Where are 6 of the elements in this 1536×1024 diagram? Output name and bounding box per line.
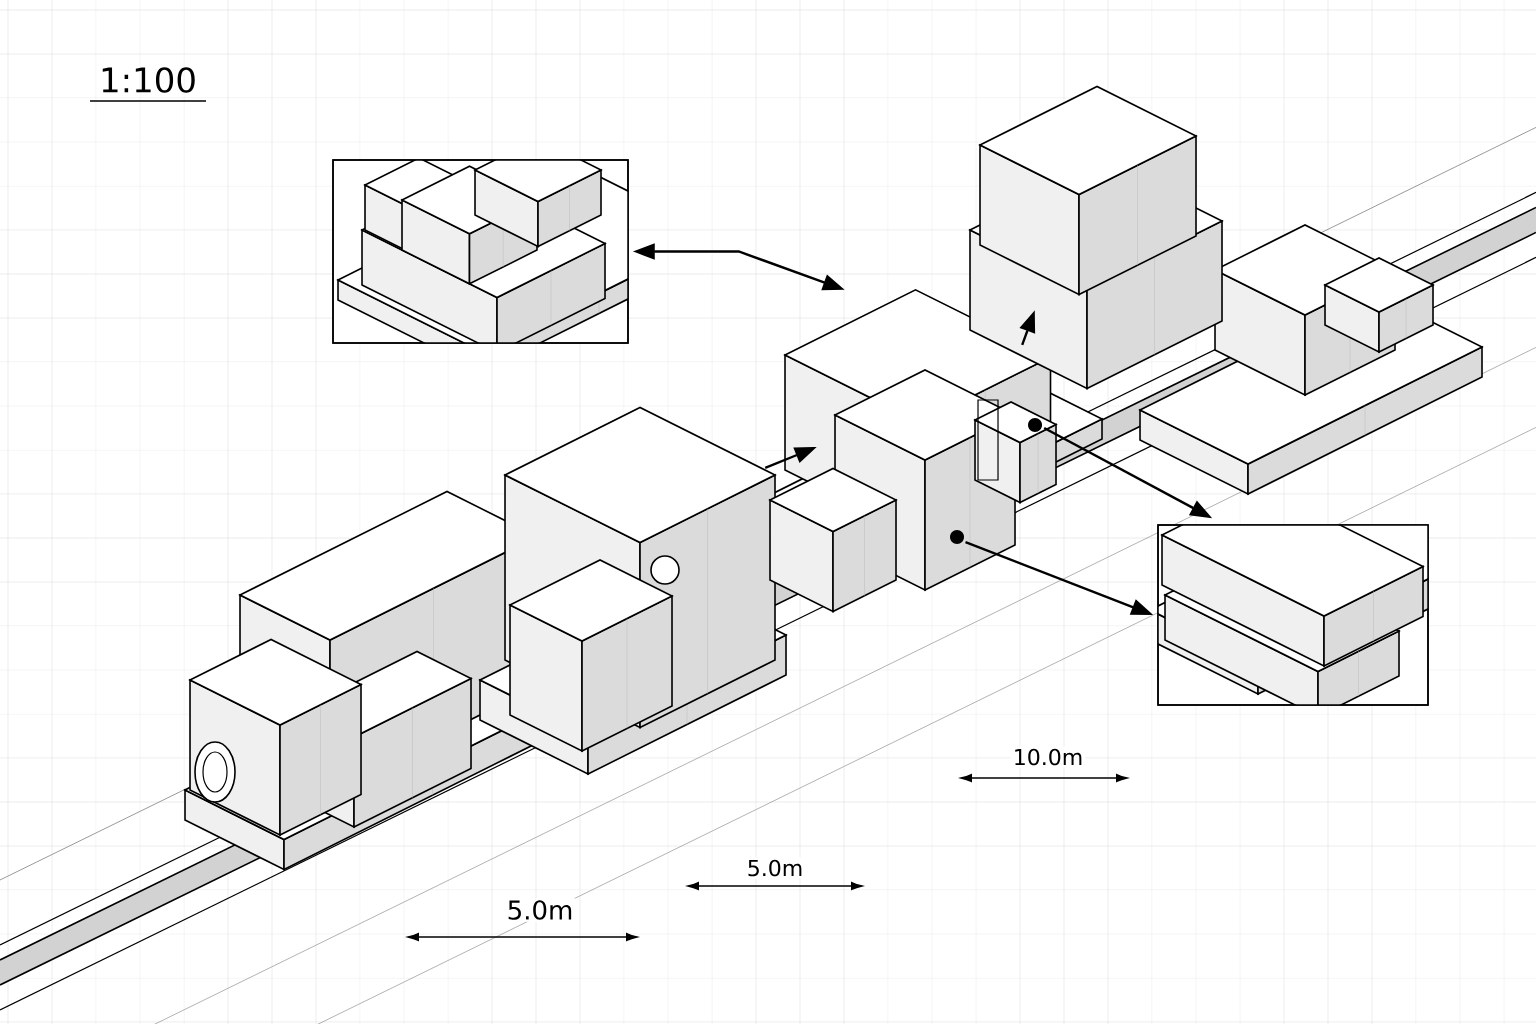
scale-label: 1:100 bbox=[89, 67, 207, 102]
detail-inset bbox=[332, 159, 629, 344]
dimension-label: 5.0m bbox=[744, 857, 806, 879]
detail-inset bbox=[1157, 524, 1429, 706]
dimension-label: 5.0m bbox=[504, 898, 576, 922]
dimension-label: 10.0m bbox=[1010, 746, 1086, 768]
